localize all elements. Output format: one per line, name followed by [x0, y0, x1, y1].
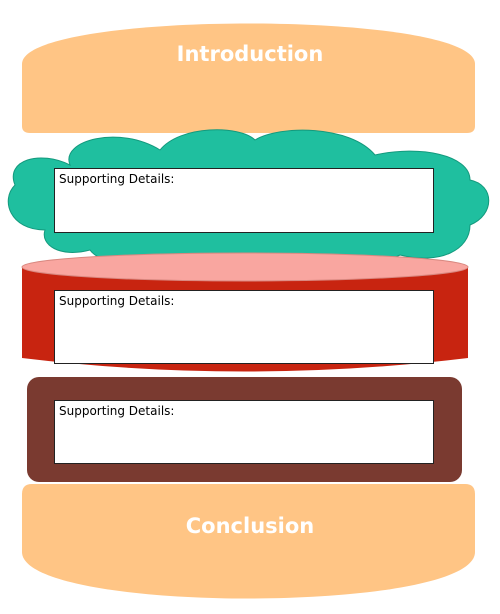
bottom-bun	[22, 484, 475, 599]
patty-details-label: Supporting Details:	[59, 404, 175, 418]
tomato-details-label: Supporting Details:	[59, 294, 175, 308]
lettuce-details-label: Supporting Details:	[59, 172, 175, 186]
top-bun	[22, 23, 475, 133]
conclusion-label: Conclusion	[185, 514, 315, 538]
lettuce-details-box[interactable]: Supporting Details:	[54, 168, 434, 233]
tomato-details-box[interactable]: Supporting Details:	[54, 290, 434, 364]
introduction-label: Introduction	[176, 42, 324, 66]
patty-details-box[interactable]: Supporting Details:	[54, 400, 434, 464]
